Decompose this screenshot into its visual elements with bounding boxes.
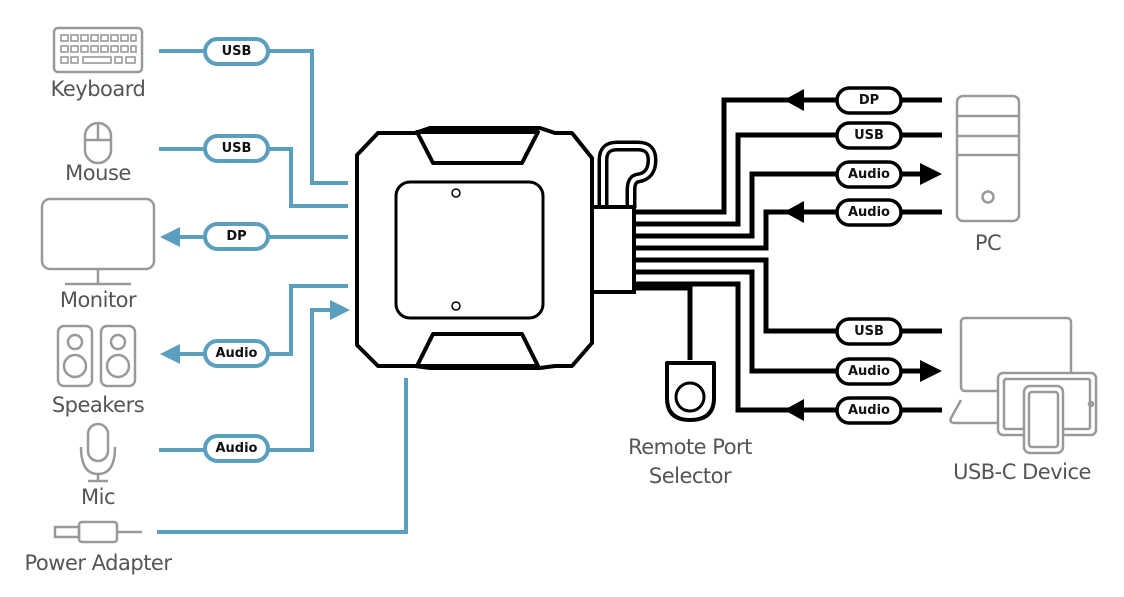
mouse-label: Mouse (65, 161, 131, 185)
pill-usbc-usb: USB (835, 317, 903, 346)
monitor-icon (40, 197, 156, 286)
remote-port-selector-label: Remote Port Selector (628, 435, 752, 488)
keyboard-label: Keyboard (50, 77, 146, 101)
pill-mic: Audio (203, 434, 270, 463)
usbc-audio-out-arrow-icon (920, 360, 942, 382)
usb-c-devices-icon (949, 316, 1098, 455)
keyboard-icon (52, 26, 144, 74)
pc-audio-out-arrow-icon (920, 163, 942, 185)
pill-label: USB (222, 44, 252, 59)
top-notch (415, 130, 540, 165)
pill-pc-usb: USB (835, 121, 903, 150)
pill-label: Audio (848, 403, 890, 418)
pill-pc-audio-out: Audio (835, 160, 903, 189)
pill-label: Audio (848, 167, 890, 182)
speakers-icon (56, 324, 137, 388)
pill-pc-dp: DP (835, 86, 903, 115)
usbc-audio-in-arrow-icon (784, 399, 804, 421)
pill-usbc-audio-in: Audio (835, 396, 903, 425)
pc-audio-in-arrow-icon (784, 201, 804, 223)
right-pills: DP USB Audio Audio USB Audio Audio (835, 86, 903, 425)
mic-label: Mic (81, 485, 116, 509)
mic-cable (159, 308, 330, 452)
power-adapter-label: Power Adapter (24, 551, 172, 575)
pc-label: PC (974, 231, 1002, 255)
pill-monitor: DP (203, 222, 270, 251)
right-icons (949, 94, 1098, 455)
remote-cable (590, 285, 693, 360)
left-arrows (160, 227, 350, 364)
pc-dp-arrow-icon (784, 89, 804, 111)
pill-label: Audio (848, 205, 890, 220)
pc-tower-icon (955, 94, 1021, 223)
pill-pc-audio-in: Audio (835, 198, 903, 227)
mic-icon (79, 422, 117, 483)
pill-label: USB (854, 324, 884, 339)
right-arrows (784, 89, 942, 421)
mic-arrow-icon (330, 300, 350, 320)
speakers-arrow-icon (160, 344, 180, 364)
pc-dp-cable (635, 97, 942, 215)
pill-label: DP (226, 229, 246, 244)
pill-label: USB (854, 128, 884, 143)
left-icons (40, 26, 156, 544)
power-adapter-icon (53, 520, 142, 544)
speakers-label: Speakers (51, 393, 145, 417)
pill-label: Audio (215, 441, 257, 456)
bottom-notch (415, 332, 540, 368)
pill-usbc-audio-out: Audio (835, 357, 903, 386)
pill-mouse: USB (203, 134, 270, 163)
monitor-arrow-icon (160, 227, 180, 247)
pill-speakers: Audio (203, 339, 270, 368)
pill-label: DP (859, 93, 879, 108)
screw-top (451, 188, 461, 198)
pill-label: USB (222, 141, 252, 156)
usb-c-device-label: USB-C Device (953, 460, 1091, 484)
switch-panel (394, 180, 545, 320)
kvm-switch (355, 126, 658, 370)
left-pills: USB USB DP Audio Audio (203, 37, 270, 463)
remote-port-selector (665, 361, 716, 422)
keyboard-cable (159, 49, 348, 185)
pill-keyboard: USB (203, 37, 270, 66)
monitor-label: Monitor (59, 288, 137, 312)
pill-label: Audio (848, 364, 890, 379)
pill-label: Audio (215, 346, 257, 361)
screw-bottom (451, 301, 461, 311)
power-cable (157, 378, 408, 534)
cable-connector (590, 205, 636, 294)
mouse-icon (83, 121, 113, 165)
